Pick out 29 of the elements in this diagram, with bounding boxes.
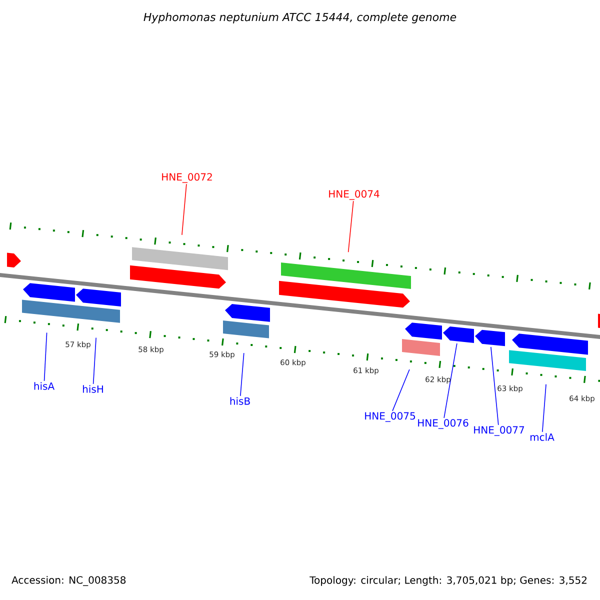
- leader-line: [182, 184, 187, 236]
- leader-line: [444, 343, 458, 418]
- title: Hyphomonas neptunium ATCC 15444, complete genome: [144, 12, 456, 24]
- leader-line: [92, 337, 96, 384]
- gene-label: HNE_0072: [162, 173, 212, 183]
- gene-feature: [509, 334, 588, 372]
- leader-line: [240, 352, 244, 396]
- gene-feature: [130, 247, 228, 289]
- gene-label: hisH: [83, 385, 103, 393]
- gene-label: HNE_0077: [474, 426, 524, 436]
- gene-label: HNE_0076: [418, 419, 468, 429]
- gene-block: [443, 326, 474, 343]
- gene-block: [475, 330, 505, 346]
- gene-feature: [223, 304, 270, 338]
- leader-line: [392, 369, 410, 412]
- gene-label: hisB: [230, 397, 250, 405]
- gene-label: HNE_0075: [365, 412, 415, 422]
- gene-feature: [22, 283, 75, 318]
- gene-feature: [279, 262, 411, 308]
- leader-line: [490, 346, 499, 426]
- gene-label: hisA: [34, 382, 54, 390]
- gene-label: mclA: [530, 433, 554, 441]
- accession-text: Accession: NC_008358: [12, 576, 126, 586]
- gene-feature: [75, 288, 121, 323]
- genome-info-text: Topology: circular; Length: 3,705,021 bp; Genes: 3,552: [310, 576, 586, 586]
- leader-line: [542, 384, 546, 432]
- gene-feature: [402, 322, 442, 356]
- leader-line: [44, 332, 48, 382]
- gene-label: HNE_0074: [329, 190, 380, 200]
